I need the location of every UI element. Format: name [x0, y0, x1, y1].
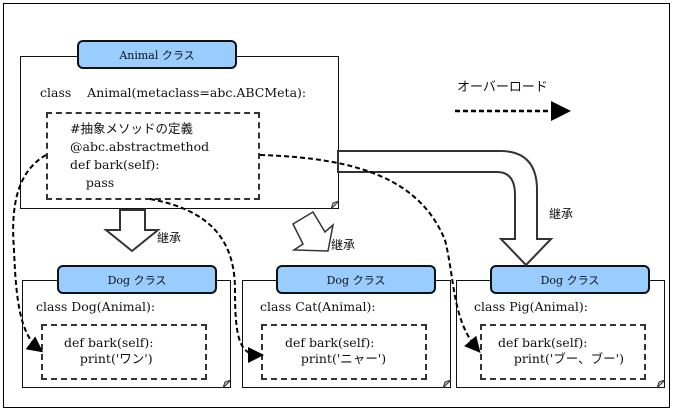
inherit-arrow-cat: [291, 210, 335, 252]
dog-class-card: [22, 280, 231, 388]
abstract-pass: pass: [70, 175, 115, 190]
inherit-label-pig: 継承: [549, 207, 574, 221]
cat-class-card: [242, 280, 451, 388]
inherit-arrow-dog: [103, 209, 161, 253]
cat-bark-def: def bark(self):: [285, 335, 375, 350]
dog-bark-print: print('ワン'): [64, 351, 153, 366]
fold-corner-pig: [656, 379, 666, 389]
overload-arrow-cat: [149, 198, 264, 363]
abstract-decorator: @abc.abstractmethod: [70, 139, 210, 154]
dog-bark-def: def bark(self):: [64, 335, 154, 350]
inherit-label-cat: 継承: [331, 238, 356, 252]
abstract-comment: #抽象メソッドの定義: [70, 121, 193, 136]
abstract-def: def bark(self):: [70, 157, 160, 172]
animal-class-declaration: class Animal(metaclass=abc.ABCMeta):: [40, 85, 307, 100]
cat-bark-print: print('ニャー'): [285, 351, 387, 366]
cat-class-tab: Dog クラス: [276, 265, 436, 294]
dog-class-tab: Dog クラス: [57, 265, 217, 294]
diagram-frame: [3, 3, 670, 408]
cat-class-declaration: class Cat(Animal):: [260, 299, 376, 314]
inherit-label-dog: 継承: [157, 231, 182, 245]
pig-bark-box: [480, 324, 646, 380]
fold-corner-dog: [222, 379, 232, 389]
animal-class-tab: Animal クラス: [77, 40, 237, 69]
dog-class-declaration: class Dog(Animal):: [36, 299, 156, 314]
pig-bark-def: def bark(self):: [498, 335, 588, 350]
fold-corner-cat: [442, 379, 452, 389]
pig-class-tab: Dog クラス: [490, 265, 650, 294]
pig-bark-print: print('ブー、ブー'): [498, 351, 624, 366]
overload-arrow-pig: [259, 154, 481, 354]
overload-arrow-dog: [12, 154, 47, 353]
legend-label: オーバーロード: [457, 80, 548, 95]
animal-class-card: [20, 56, 339, 209]
fold-corner-animal: [330, 200, 340, 210]
pig-class-card: [456, 280, 665, 388]
pig-class-declaration: class Pig(Animal):: [474, 299, 589, 314]
inherit-arrow-pig: [337, 150, 554, 267]
